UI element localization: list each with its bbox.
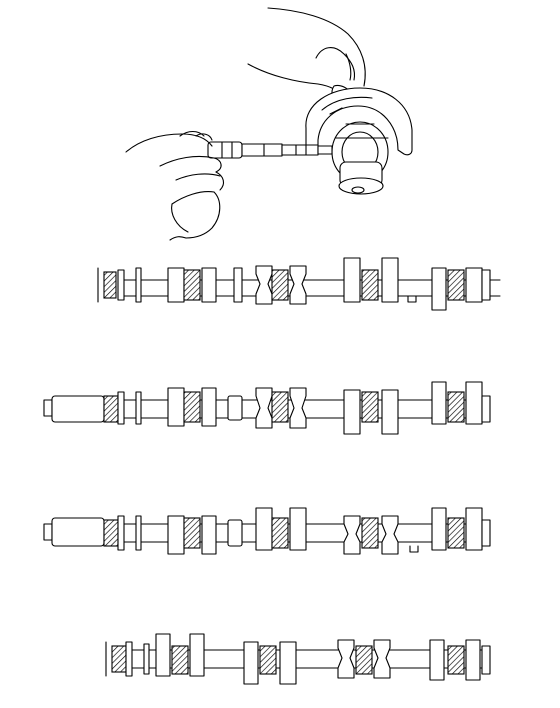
- camshaft-view-4: [105, 633, 491, 685]
- camshaft-view-2: [43, 381, 491, 435]
- measurement-illustration: [125, 7, 413, 241]
- camshaft-view-3: [43, 507, 491, 555]
- camshaft-views: [43, 257, 501, 685]
- micrometer-frame: [305, 87, 413, 156]
- camshaft-view-1: [97, 257, 501, 311]
- camshaft-journal: [331, 121, 389, 195]
- micrometer-icon: [207, 141, 333, 159]
- left-hand-icon: [125, 130, 225, 241]
